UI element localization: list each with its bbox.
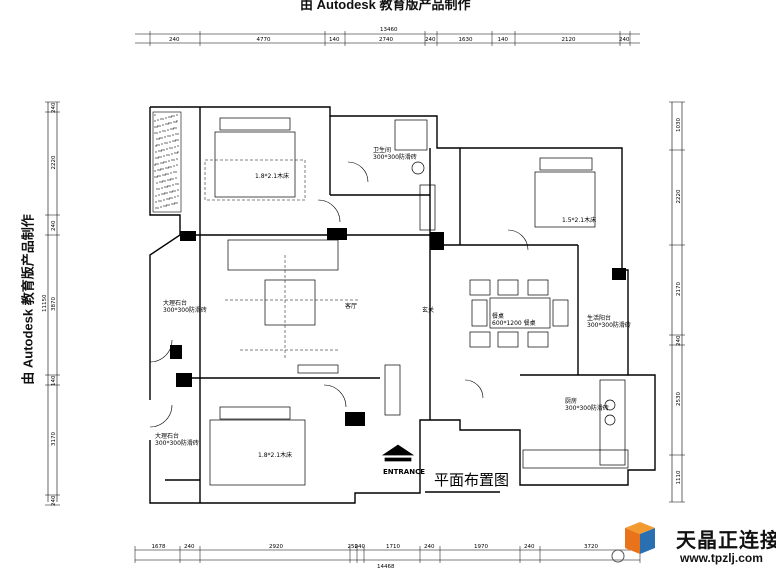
entrance-label: ENTRANCE — [383, 468, 425, 476]
dim-bottom-2: 2920 — [269, 544, 283, 550]
dim-right-3: 240 — [676, 335, 682, 346]
master-bed-label: 1.8*2.1木床 — [255, 172, 289, 180]
dim-top-2: 140 — [329, 37, 340, 43]
dim-bottom-3: 250 — [348, 544, 359, 550]
dim-bottom-9: 3720 — [584, 544, 598, 550]
dim-bottom-7: 1970 — [474, 544, 488, 550]
dim-left-2: 240 — [51, 220, 57, 231]
dim-left-6: 240 — [51, 495, 57, 506]
dim-top-8: 240 — [619, 37, 630, 43]
dim-left-4: 140 — [51, 375, 57, 386]
brand-logo: 天晶正连接 www.tpzlj.com — [610, 520, 776, 571]
dim-left-0: 240 — [51, 102, 57, 113]
brand-cube-icon — [611, 522, 655, 563]
brand-url: www.tpzlj.com — [680, 551, 763, 565]
brand-name: 天晶正连接 — [676, 528, 776, 552]
dim-top-0: 240 — [169, 37, 180, 43]
dim-top-1: 4770 — [257, 37, 271, 43]
dim-right-2: 2170 — [676, 282, 682, 296]
dim-right-0: 1030 — [676, 118, 682, 132]
bed3-label: 1.5*2.1木床 — [562, 216, 596, 224]
watermark-top: 由 Autodesk 教育版产品制作 — [300, 0, 471, 12]
dim-bottom-6: 240 — [424, 544, 435, 550]
plan-title: 平面布置图 — [434, 471, 509, 489]
dim-top-4: 240 — [425, 37, 436, 43]
dim-top-6: 140 — [498, 37, 509, 43]
dim-left-3: 3870 — [51, 297, 57, 311]
dim-bottom-4: 240 — [355, 544, 366, 550]
dim-right-1: 2220 — [676, 189, 682, 203]
dim-bottom-total: 14468 — [377, 564, 395, 570]
foyer-label: 玄关 — [422, 306, 434, 314]
dim-bottom-5: 1710 — [386, 544, 400, 550]
dim-top-total: 13460 — [380, 27, 398, 33]
living-label: 客厅 — [345, 302, 357, 310]
dim-bottom-8: 240 — [524, 544, 535, 550]
dim-top-5: 1630 — [459, 37, 473, 43]
dim-left-1: 2220 — [51, 155, 57, 169]
dim-bottom-1: 240 — [184, 544, 195, 550]
bed2-label: 1.8*2.1木床 — [258, 451, 292, 459]
dim-top-7: 2120 — [562, 37, 576, 43]
dim-right-4: 2530 — [676, 392, 682, 406]
dim-left-5: 3170 — [51, 432, 57, 446]
dim-right-5: 1110 — [676, 470, 682, 484]
dim-top-3: 2740 — [379, 37, 393, 43]
dim-bottom-0: 1678 — [152, 544, 166, 550]
dim-left-total: 11150 — [42, 294, 48, 312]
